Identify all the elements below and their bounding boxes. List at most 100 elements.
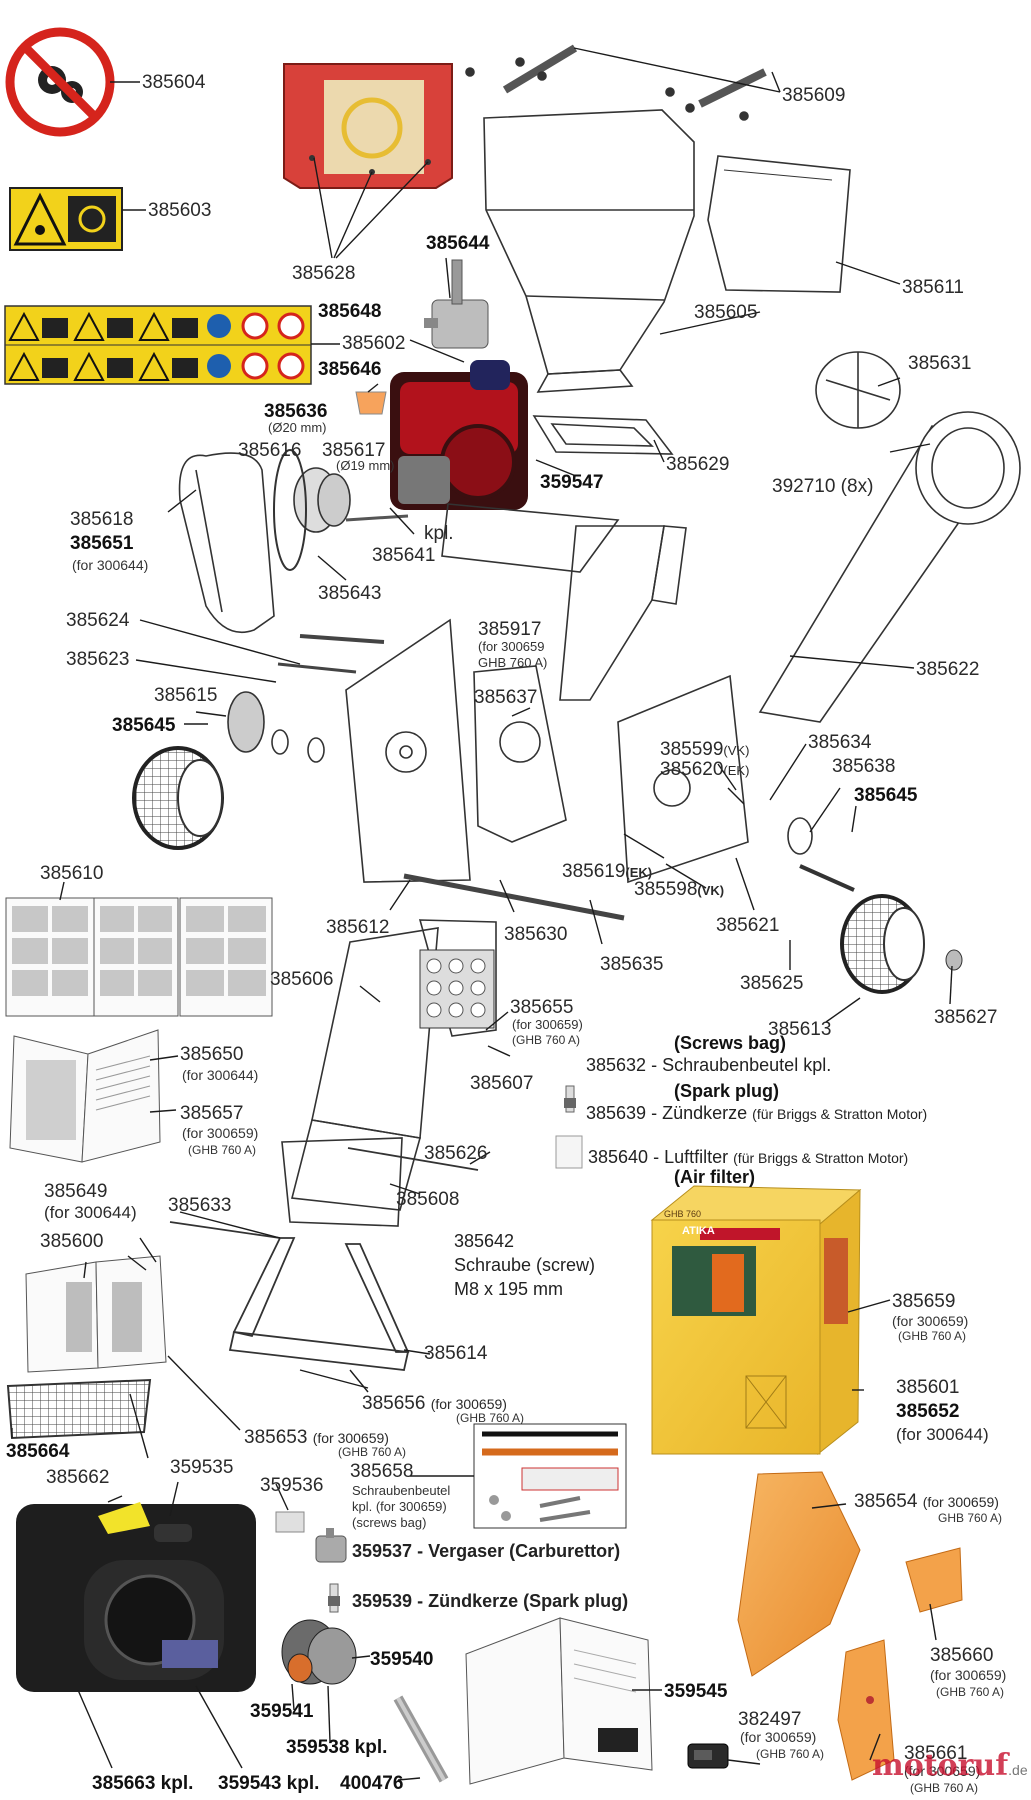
label-385614: 385614 xyxy=(424,1343,488,1364)
legend-spark-de: - Zündkerze xyxy=(651,1103,748,1123)
label-382497-note1: (for 300659) xyxy=(740,1729,817,1745)
label-385651-note: (for 300644) xyxy=(72,557,149,573)
legend-spark-en: (Spark plug) xyxy=(674,1081,780,1101)
label-385652-note: (for 300644) xyxy=(896,1425,989,1444)
packaging-box-part xyxy=(650,1185,862,1456)
screws-bag-part xyxy=(473,1423,627,1529)
wire-basket-part xyxy=(6,1378,152,1440)
upper-funnel-part xyxy=(483,109,695,393)
label-385651: 385651 xyxy=(70,533,134,554)
label-385653-note1: (for 300659) xyxy=(312,1430,389,1446)
label-382497-note2: (GHB 760 A) xyxy=(756,1747,825,1761)
label-385661-note2: (GHB 760 A) xyxy=(910,1781,979,1795)
label-385658-l1: Schraubenbeutel xyxy=(352,1483,451,1498)
air-filter-small-part xyxy=(555,1135,583,1169)
label-385654-code: 385654 xyxy=(854,1491,918,1512)
label-385656: 385656 (for 300659) xyxy=(362,1394,507,1413)
label-385917: 385917 xyxy=(478,619,542,640)
shafts-part xyxy=(465,44,767,121)
label-385657: 385657 xyxy=(180,1103,244,1124)
label-359540: 359540 xyxy=(370,1649,434,1670)
label-385655-note2: (GHB 760 A) xyxy=(512,1033,581,1047)
legend-carb-de: - Vergaser xyxy=(417,1541,505,1561)
legend-carb-en: (Carburettor) xyxy=(509,1541,621,1561)
oil-cup-part xyxy=(355,391,387,415)
label-385623: 385623 xyxy=(66,649,130,670)
legend-plug-code: 359539 xyxy=(352,1591,413,1611)
label-385620-code: 385620 xyxy=(660,759,724,780)
legend-air-de: - Luftfilter xyxy=(653,1147,729,1167)
label-385599-tag: (VK) xyxy=(723,743,750,758)
side-plate-right-part xyxy=(617,674,749,884)
label-385626: 385626 xyxy=(424,1143,488,1164)
label-385649-note: (for 300644) xyxy=(44,1203,137,1222)
label-385601: 385601 xyxy=(896,1377,960,1398)
label-385636-note: (Ø20 mm) xyxy=(268,420,327,435)
label-385630: 385630 xyxy=(504,924,568,945)
label-385658-l3: (screws bag) xyxy=(352,1515,427,1530)
label-385617: 385617 xyxy=(322,440,386,461)
watermark-tld: .de xyxy=(1008,1762,1028,1778)
label-385619: 385619(EK) xyxy=(562,862,652,881)
label-385599-code: 385599 xyxy=(660,739,724,760)
switch-part xyxy=(687,1743,729,1769)
label-385602: 385602 xyxy=(342,333,406,354)
grate-part xyxy=(419,949,495,1029)
label-385620-tag: (EK) xyxy=(723,763,750,778)
belt-guard-part xyxy=(178,452,275,634)
label-385603: 385603 xyxy=(148,200,212,221)
label-385660: 385660 xyxy=(930,1645,994,1666)
label-385627: 385627 xyxy=(934,1007,998,1028)
label-385646: 385646 xyxy=(318,359,382,380)
discharge-tube-part xyxy=(758,351,1021,723)
spark-plug-part xyxy=(328,1085,576,1613)
gasket-part xyxy=(532,415,674,455)
side-plate-left-part xyxy=(345,618,471,883)
label-385604: 385604 xyxy=(142,72,206,93)
label-385613: 385613 xyxy=(768,1019,832,1040)
label-385608: 385608 xyxy=(396,1189,460,1210)
wheel-left-part xyxy=(132,691,325,850)
label-385641-kpl: kpl. xyxy=(424,523,454,544)
label-385658-l2: kpl. (for 300659) xyxy=(352,1499,447,1514)
label-385656-note1: (for 300659) xyxy=(430,1396,507,1412)
leader-lines xyxy=(11,47,953,1781)
legend-carb: 359537 - Vergaser (Carburettor) xyxy=(352,1542,620,1560)
label-385629: 385629 xyxy=(666,454,730,475)
label-385650: 385650 xyxy=(180,1044,244,1065)
label-385661: 385661 xyxy=(904,1743,968,1764)
legend-spark: 385639 - Zündkerze (für Briggs & Stratto… xyxy=(586,1104,927,1122)
label-385638: 385638 xyxy=(832,756,896,777)
label-385635: 385635 xyxy=(600,954,664,975)
label-385653-code: 385653 xyxy=(244,1427,308,1448)
label-385644: 385644 xyxy=(426,233,490,254)
label-385605: 385605 xyxy=(694,302,758,323)
label-385642: 385642 xyxy=(454,1231,515,1251)
legend-carb-code: 359537 xyxy=(352,1541,413,1561)
label-385612: 385612 xyxy=(326,917,390,938)
label-385621: 385621 xyxy=(716,915,780,936)
label-385658: 385658 xyxy=(350,1461,414,1482)
label-385917-note2: GHB 760 A) xyxy=(478,655,548,670)
carburettor-small-part xyxy=(315,1528,347,1563)
label-385598-tag: (VK) xyxy=(697,883,725,898)
label-385654-note1: (for 300659) xyxy=(922,1494,999,1510)
legend-air-en: (Air filter) xyxy=(674,1167,755,1187)
label-385656-note2: (GHB 760 A) xyxy=(456,1411,525,1425)
label-385664: 385664 xyxy=(6,1441,70,1462)
label-385637: 385637 xyxy=(474,687,538,708)
legend-air: 385640 - Luftfilter (für Briggs & Stratt… xyxy=(588,1148,908,1166)
legend-screws-de: - Schraubenbeutel kpl. xyxy=(651,1055,832,1075)
label-385636: 385636 xyxy=(264,401,328,422)
label-400476: 400476 xyxy=(340,1773,404,1794)
legend-air-code: 385640 xyxy=(588,1147,649,1167)
legend-spark-note: (für Briggs & Stratton Motor) xyxy=(752,1106,928,1122)
chute-housing-part xyxy=(559,525,687,701)
legend-air-note: (für Briggs & Stratton Motor) xyxy=(733,1150,909,1166)
label-359541: 359541 xyxy=(250,1701,314,1722)
label-385663: 385663 kpl. xyxy=(92,1773,194,1794)
label-385660-note2: (GHB 760 A) xyxy=(936,1685,1005,1699)
fuel-cap-part xyxy=(275,1511,305,1533)
label-385617-note: (Ø19 mm) xyxy=(336,458,395,473)
